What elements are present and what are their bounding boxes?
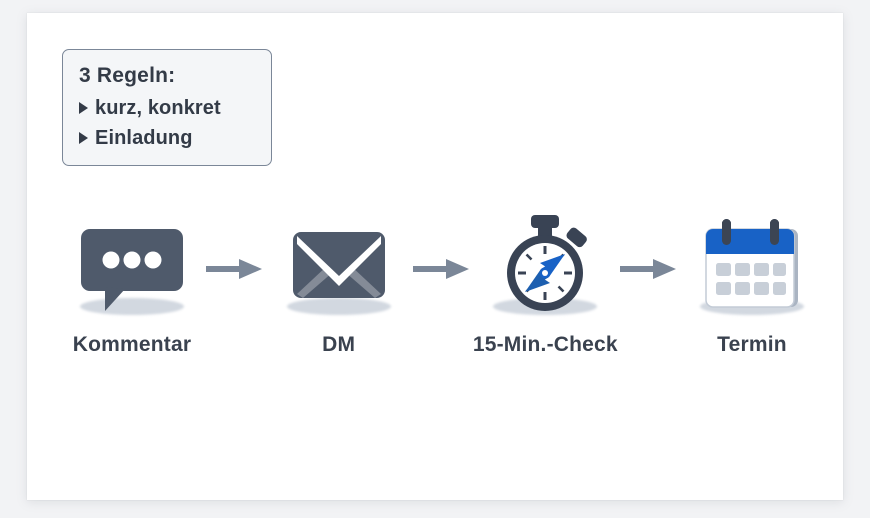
rules-box: 3 Regeln: kurz, konkret Einladung bbox=[62, 49, 272, 166]
flow-step-check-label: 15-Min.-Check bbox=[472, 333, 618, 356]
flow-arrow-1 bbox=[204, 257, 266, 281]
flow-step-dm-icon-slot bbox=[274, 211, 404, 319]
icon-shadow bbox=[286, 298, 391, 315]
envelope-icon bbox=[292, 232, 385, 298]
flow-step-termin-icon-slot bbox=[687, 211, 817, 319]
flow-arrow-3 bbox=[618, 257, 680, 281]
stopwatch-icon bbox=[507, 215, 588, 311]
flow-arrow-2 bbox=[411, 257, 473, 281]
flow-step-termin-label: Termin bbox=[717, 333, 787, 356]
triangle-right-icon bbox=[79, 102, 88, 115]
content-card: 3 Regeln: kurz, konkret Einladung bbox=[27, 13, 843, 500]
flow-step-check: 15-Min.-Check bbox=[472, 211, 618, 357]
rule-item-2: Einladung bbox=[79, 127, 255, 150]
flow-step-kommentar-label: Kommentar bbox=[72, 333, 192, 356]
rule-item-2-label: Einladung bbox=[95, 126, 193, 149]
process-flow: Kommentar bbox=[62, 211, 822, 371]
arrow-right-icon bbox=[206, 259, 263, 279]
calendar-icon bbox=[705, 219, 798, 308]
flow-step-dm: DM bbox=[269, 211, 409, 357]
rule-item-1-label: kurz, konkret bbox=[95, 96, 221, 119]
flow-step-check-icon-slot bbox=[480, 211, 610, 319]
flow-step-termin: Termin bbox=[682, 211, 822, 357]
flow-step-dm-label: DM bbox=[322, 333, 356, 356]
rule-item-1: kurz, konkret bbox=[79, 97, 255, 120]
flow-step-kommentar-icon-slot bbox=[67, 211, 197, 319]
flow-step-kommentar: Kommentar bbox=[62, 211, 202, 357]
comment-bubble-icon bbox=[81, 229, 183, 311]
rules-title: 3 Regeln: bbox=[79, 64, 176, 87]
arrow-right-icon bbox=[412, 259, 469, 279]
arrow-right-icon bbox=[619, 259, 676, 279]
triangle-right-icon bbox=[79, 132, 88, 145]
